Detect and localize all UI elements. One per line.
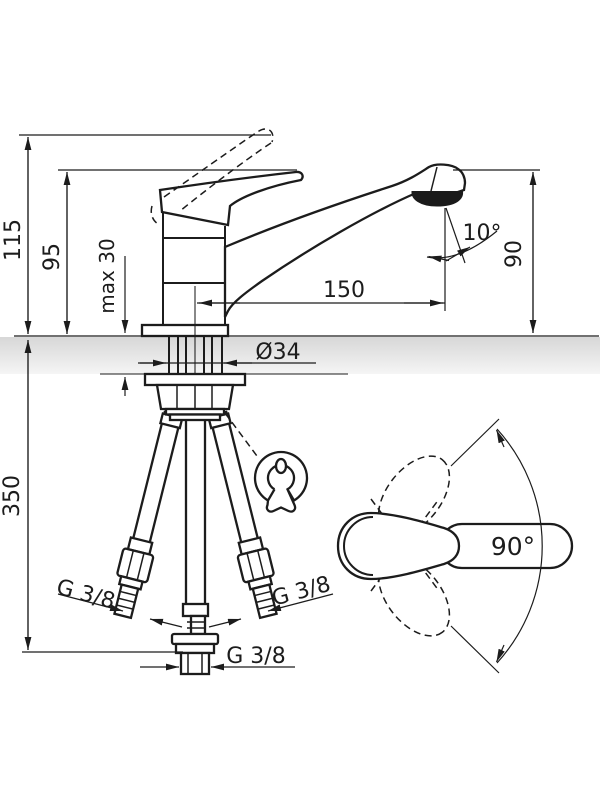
faucet-side-view (140, 128, 467, 338)
dim-hose-length-label: 350 (0, 475, 25, 517)
wrench-leader-line (224, 412, 258, 457)
dim-hole-diameter-label: Ø34 (255, 340, 300, 365)
left-supply-hose (113, 410, 184, 620)
swivel-angle-line-top (450, 418, 500, 467)
spout (223, 163, 467, 318)
faucet-top-view (336, 418, 574, 674)
dim-total-height-label: 115 (1, 219, 26, 261)
right-supply-hose (207, 410, 278, 620)
raised-handle-ghost (150, 128, 274, 225)
swivel-angle-line-bottom (450, 625, 500, 674)
dim-center-thread-label: G 3/8 (226, 644, 285, 669)
lever-handle (158, 170, 304, 227)
spout-head-seam (430, 166, 438, 192)
countertop-section (0, 335, 600, 375)
dim-outlet-height-label: 90 (502, 240, 527, 268)
fixing-hardware (143, 372, 247, 422)
dimension-labels: 115 95 max 30 350 90 Ø34 150 10° G 3/8 G… (0, 219, 535, 669)
dim-spout-reach-label: 150 (323, 278, 365, 303)
center-supply-pipe (170, 412, 220, 676)
mounting-shank (168, 337, 223, 374)
swivel-arc (496, 428, 543, 664)
dimension-annotations (19, 134, 540, 671)
body-top-view (336, 511, 461, 581)
dim-body-height-label: 95 (40, 243, 65, 271)
aerator (411, 191, 464, 207)
dim-right-thread-label: G 3/8 (269, 572, 333, 612)
dim-swivel-angle-label: 90° (491, 532, 535, 561)
dim-stream-angle-label: 10° (463, 221, 502, 246)
base-flange (140, 323, 230, 338)
dim-left-thread-label: G 3/8 (54, 575, 118, 615)
handle-cap-inner-line (343, 516, 374, 576)
swivel-centerline-1 (370, 498, 440, 592)
swivel-centerline-2 (370, 498, 440, 592)
dim-max-thickness-label: max 30 (95, 238, 119, 313)
fixing-washer (143, 372, 247, 387)
wrench-icon (224, 412, 309, 513)
faucet-body (162, 212, 226, 325)
countertop-band (0, 337, 600, 374)
